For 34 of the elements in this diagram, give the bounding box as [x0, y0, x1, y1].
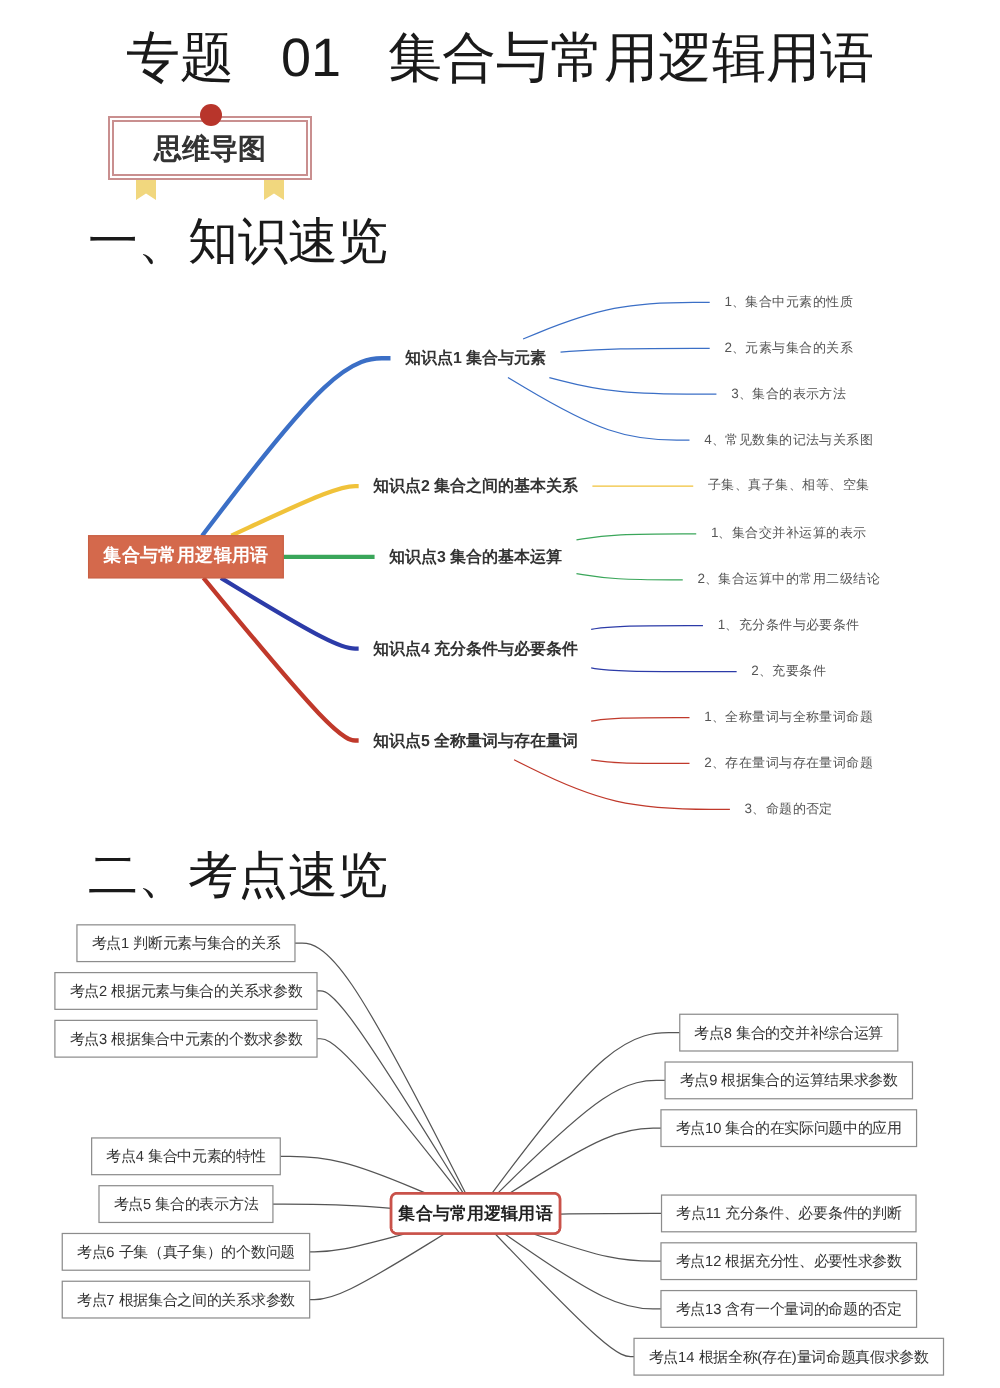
connector [523, 301, 712, 340]
connector [534, 1233, 663, 1262]
connector [295, 942, 468, 1195]
connector [317, 1038, 462, 1195]
connector [560, 347, 712, 353]
section-heading: 一、知识速览 [88, 212, 388, 272]
connector [560, 1212, 663, 1215]
connector [317, 990, 466, 1195]
connector [591, 759, 691, 765]
connector [284, 554, 376, 559]
connector [201, 356, 392, 537]
connector [220, 576, 360, 651]
connector [202, 576, 360, 743]
connector [591, 667, 739, 673]
section-heading: 二、考点速览 [88, 845, 388, 906]
node-box: 集合与常用逻辑用语 [88, 535, 285, 579]
connector [592, 485, 695, 487]
connector [514, 759, 732, 810]
connector [309, 1233, 446, 1301]
connector [508, 1127, 663, 1195]
page-title: 专题 01 集合与常用逻辑用语 [125, 26, 875, 92]
connector [273, 1203, 394, 1209]
mind-map-badge: 思维导图 [108, 116, 312, 180]
connector [549, 376, 718, 395]
connector [591, 625, 705, 630]
connector [576, 573, 685, 581]
connector [491, 1032, 682, 1195]
connector [231, 483, 360, 538]
connector [505, 1233, 663, 1310]
connector [497, 1079, 667, 1195]
connector [495, 1233, 636, 1358]
connector [576, 533, 698, 541]
connector [591, 716, 691, 722]
connector [508, 376, 691, 441]
